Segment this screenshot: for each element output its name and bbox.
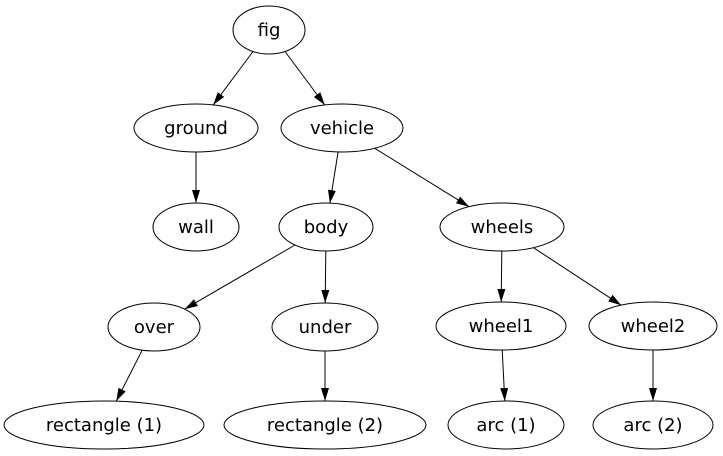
node-ellipse-fig — [232, 5, 306, 55]
node-label-wheel1: wheel1 — [469, 316, 534, 337]
node-rectangle1: rectangle (1) — [3, 400, 205, 450]
edge-fig-ground — [212, 51, 254, 106]
node-label-arc1: arc (1) — [476, 415, 535, 436]
node-label-wheel2: wheel2 — [621, 316, 686, 337]
edge-body-over — [184, 244, 296, 310]
edge-fig-vehicle — [284, 51, 326, 106]
edge-over-rectangle1 — [115, 349, 143, 402]
node-body: body — [278, 202, 374, 252]
node-ellipse-vehicle — [280, 103, 404, 153]
edge-vehicle-body — [328, 151, 339, 204]
node-ground: ground — [133, 103, 259, 153]
node-ellipse-under — [271, 302, 379, 352]
edge-wheel1-arc1 — [500, 349, 509, 402]
node-label-rectangle2: rectangle (2) — [267, 415, 383, 436]
edge-vehicle-wheels — [374, 147, 470, 208]
nodes-layer: fig ground vehicle wall body wheels over under w… — [3, 5, 718, 450]
node-label-vehicle: vehicle — [310, 118, 374, 139]
node-label-under: under — [299, 317, 352, 338]
node-arc2: arc (2) — [592, 400, 714, 450]
node-wheel2: wheel2 — [588, 301, 718, 351]
node-ellipse-wheels — [439, 202, 565, 252]
edge-body-under — [321, 250, 330, 304]
node-fig: fig — [232, 5, 306, 55]
node-label-arc2: arc (2) — [623, 415, 682, 436]
node-wall: wall — [152, 202, 240, 252]
node-label-rectangle1: rectangle (1) — [46, 415, 162, 436]
node-label-over: over — [134, 317, 175, 338]
node-label-ground: ground — [164, 118, 228, 139]
edges-layer — [115, 51, 657, 402]
node-wheel1: wheel1 — [435, 301, 567, 351]
node-label-wall: wall — [178, 217, 214, 238]
node-ellipse-wheel2 — [588, 301, 718, 351]
node-ellipse-arc2 — [592, 400, 714, 450]
edge-wheels-wheel2 — [533, 247, 622, 306]
node-label-body: body — [304, 217, 349, 238]
node-ellipse-rectangle2 — [223, 400, 427, 450]
node-ellipse-over — [107, 302, 201, 352]
node-ellipse-body — [278, 202, 374, 252]
node-vehicle: vehicle — [280, 103, 404, 153]
node-ellipse-ground — [133, 103, 259, 153]
node-ellipse-wheel1 — [435, 301, 567, 351]
node-arc1: arc (1) — [447, 400, 565, 450]
node-ellipse-rectangle1 — [3, 400, 205, 450]
edge-wheels-wheel1 — [497, 250, 506, 303]
node-rectangle2: rectangle (2) — [223, 400, 427, 450]
node-label-fig: fig — [258, 20, 281, 41]
node-label-wheels: wheels — [471, 217, 534, 238]
node-over: over — [107, 302, 201, 352]
node-under: under — [271, 302, 379, 352]
node-wheels: wheels — [439, 202, 565, 252]
node-ellipse-wall — [152, 202, 240, 252]
node-ellipse-arc1 — [447, 400, 565, 450]
